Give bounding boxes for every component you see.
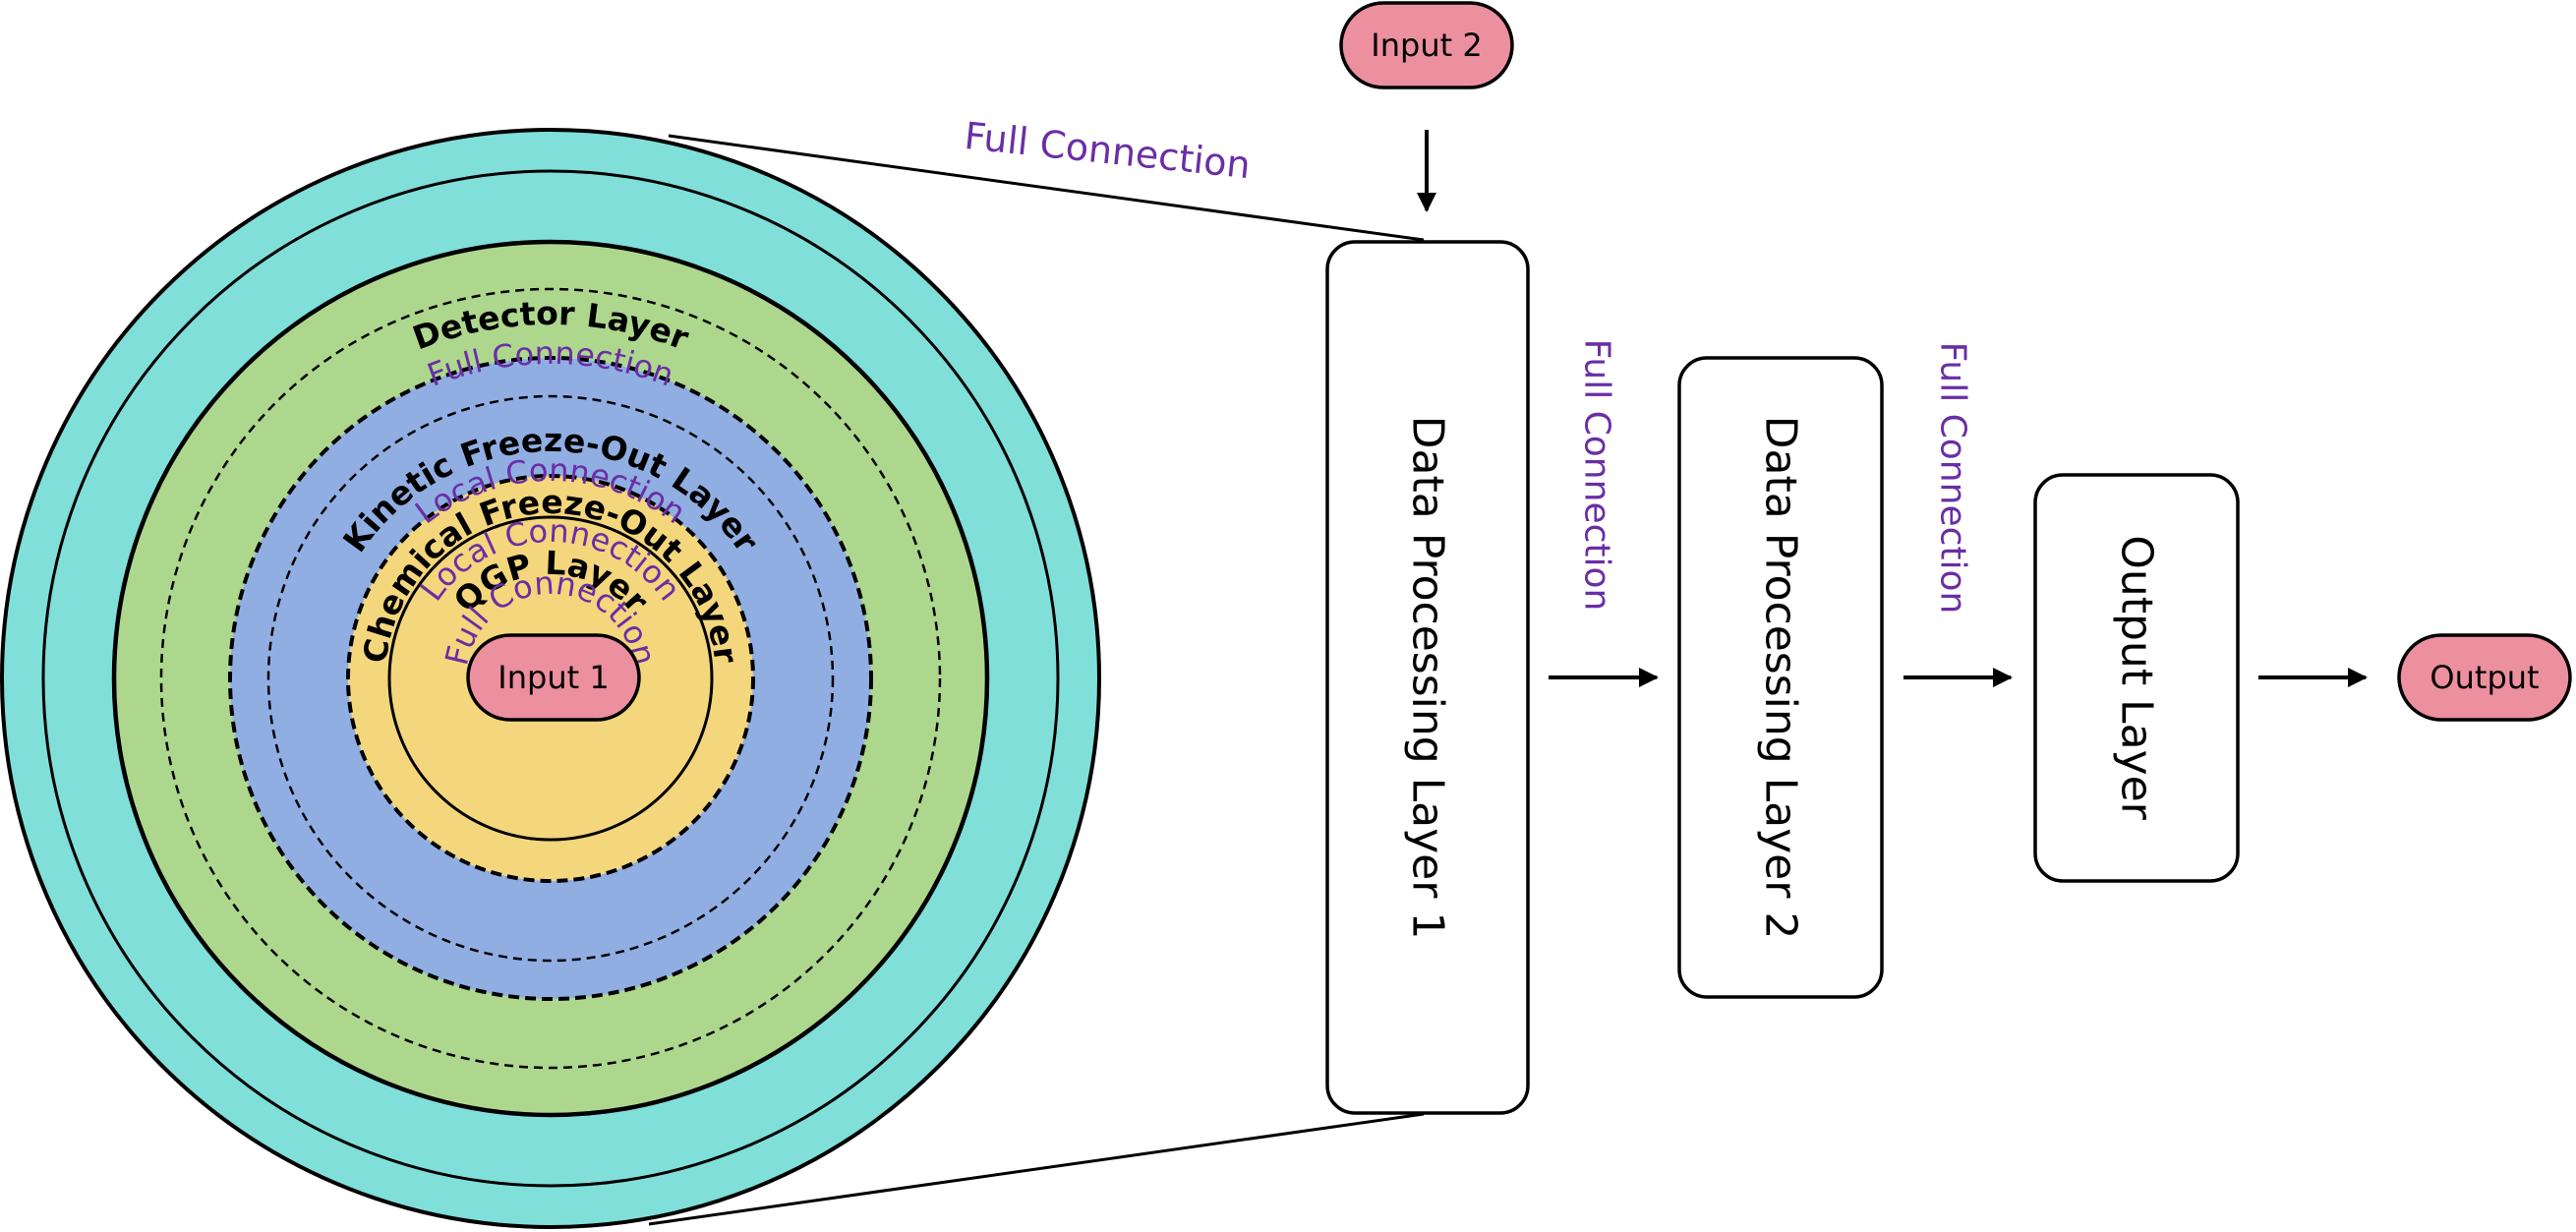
funnel-line-top: [668, 134, 1425, 242]
funnel-line-bottom: [648, 1112, 1425, 1226]
connection-2-out-label: Full Connection: [1933, 342, 1973, 615]
data-processing-layer-1-label: Data Processing Layer 1: [1403, 416, 1453, 940]
chemical-inner-line: [266, 394, 835, 963]
qgp-inner-line: [387, 515, 714, 842]
data-processing-layer-2-label: Data Processing Layer 2: [1756, 416, 1806, 940]
detector-inner-line: [41, 169, 1060, 1188]
input1-pill: [466, 633, 641, 722]
output-pill: [2397, 633, 2572, 722]
data-processing-layer-1-box: [1325, 240, 1530, 1115]
data-processing-layer-2-box: [1677, 356, 1884, 999]
input2-label: Input 2: [1371, 27, 1482, 64]
output-layer-box: [2033, 473, 2240, 883]
input1-label: Input 1: [498, 659, 609, 696]
connection-1-2-label: Full Connection: [1577, 339, 1617, 612]
kinetic-inner-line: [159, 287, 942, 1070]
output-layer-label: Output Layer: [2112, 535, 2162, 820]
output-label: Output: [2430, 659, 2539, 696]
input2-pill: [1339, 1, 1514, 89]
top-connection-label: Full Connection: [963, 114, 1253, 187]
